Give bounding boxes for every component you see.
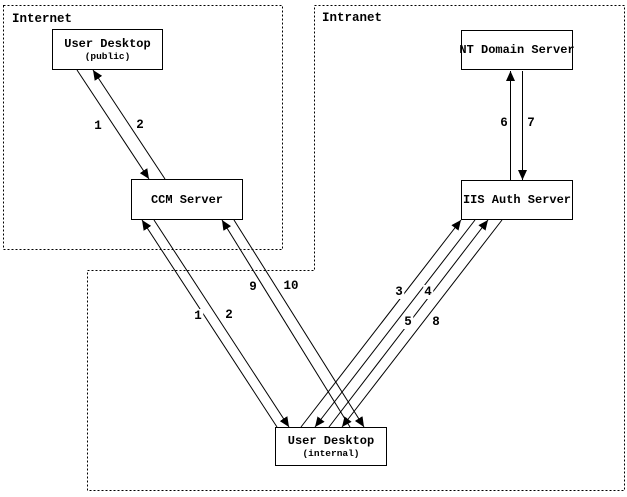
edge-label-10: 10 <box>282 279 300 293</box>
edge-2-ccm-to-public-desktop <box>92 69 166 180</box>
node-user-desktop-public-sublabel: (public) <box>84 51 131 62</box>
intranet-zone-label: Intranet <box>322 11 383 25</box>
edge-label-1-internal: 1 <box>193 309 203 323</box>
edge-label-8: 8 <box>431 315 441 329</box>
node-iis-auth-server: IIS Auth Server <box>461 180 573 220</box>
edge-label-9: 9 <box>248 280 258 294</box>
node-user-desktop-public-label: User Desktop <box>64 37 151 51</box>
node-user-desktop-public: User Desktop (public) <box>52 29 163 70</box>
edge-label-5: 5 <box>403 315 413 329</box>
edge-label-1-public: 1 <box>93 119 103 133</box>
edge-label-2-public: 2 <box>135 118 145 132</box>
node-user-desktop-internal-sublabel: (internal) <box>302 448 360 459</box>
internet-zone-label: Internet <box>12 12 73 26</box>
node-user-desktop-internal-label: User Desktop <box>287 434 375 448</box>
node-nt-domain-server: NT Domain Server <box>459 30 575 70</box>
edge-8-iis-to-internal-desktop <box>341 219 503 428</box>
edge-2-ccm-to-internal-desktop <box>153 219 290 428</box>
edge-label-6: 6 <box>499 116 509 130</box>
node-nt-domain-server-label: NT Domain Server <box>459 43 575 57</box>
edge-label-3: 3 <box>394 285 404 299</box>
edge-label-7: 7 <box>526 116 536 130</box>
node-ccm-server-label: CCM Server <box>150 192 223 207</box>
edge-label-4: 4 <box>423 285 433 299</box>
edge-9-internal-desktop-to-ccm <box>221 219 351 428</box>
node-ccm-server: CCM Server <box>131 179 243 220</box>
edge-label-2-internal: 2 <box>224 308 234 322</box>
edge-3-internal-desktop-to-iis <box>300 219 462 428</box>
edge-1-internal-desktop-to-ccm <box>141 219 278 428</box>
edge-1-public-desktop-to-ccm <box>76 69 150 180</box>
intranet-zone-border <box>87 5 625 491</box>
node-iis-auth-server-label: IIS Auth Server <box>462 193 572 207</box>
edge-10-ccm-to-internal-desktop <box>233 219 365 428</box>
internet-zone-border <box>3 5 283 250</box>
edge-4-iis-to-internal-desktop <box>314 219 476 428</box>
node-user-desktop-internal: User Desktop (internal) <box>275 427 387 466</box>
